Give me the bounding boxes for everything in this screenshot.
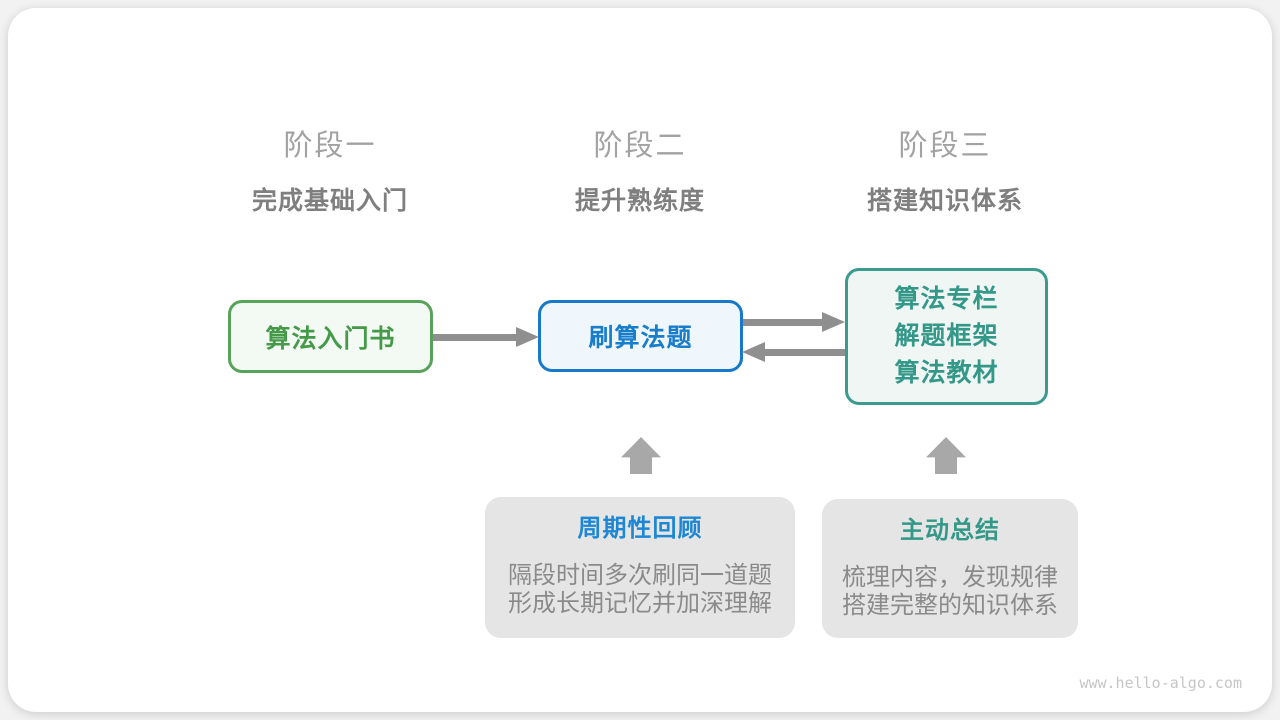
stage-3-header: 阶段三 搭建知识体系 bbox=[785, 122, 1105, 217]
node-resources: 算法专栏 解题框架 算法教材 bbox=[845, 268, 1048, 405]
note-active-summary: 主动总结 梳理内容，发现规律 搭建完整的知识体系 bbox=[822, 499, 1078, 638]
stage-3-subtitle: 搭建知识体系 bbox=[866, 187, 1023, 215]
node-practice: 刷算法题 bbox=[538, 300, 743, 372]
stage-2-subtitle: 提升熟练度 bbox=[574, 187, 705, 215]
arrow-intro-to-practice-line bbox=[433, 334, 518, 341]
note-active-summary-body-line-2: 搭建完整的知识体系 bbox=[842, 592, 1058, 619]
stage-2-label: 阶段二 bbox=[593, 130, 687, 162]
note-periodic-review: 周期性回顾 隔段时间多次刷同一道题 形成长期记忆并加深理解 bbox=[485, 497, 795, 638]
note-periodic-review-title: 周期性回顾 bbox=[577, 515, 703, 542]
stage-2-header: 阶段二 提升熟练度 bbox=[480, 122, 800, 217]
note-periodic-review-body-line-2: 形成长期记忆并加深理解 bbox=[508, 590, 772, 617]
node-intro-book-label: 算法入门书 bbox=[265, 324, 396, 353]
arrow-resources-to-practice-head-icon bbox=[742, 342, 765, 362]
node-resources-line-1: 算法专栏 bbox=[894, 285, 999, 313]
node-practice-label: 刷算法题 bbox=[588, 324, 693, 352]
arrow-practice-to-resources-line bbox=[743, 319, 823, 326]
note-active-summary-body-line-1: 梳理内容，发现规律 bbox=[842, 564, 1058, 591]
arrow-practice-to-resources-head-icon bbox=[822, 312, 845, 332]
node-intro-book: 算法入门书 bbox=[228, 300, 433, 373]
stage-1-header: 阶段一 完成基础入门 bbox=[170, 122, 490, 217]
node-resources-line-3: 算法教材 bbox=[894, 359, 999, 387]
arrow-intro-to-practice-head-icon bbox=[516, 327, 539, 347]
node-resources-line-2: 解题框架 bbox=[894, 322, 999, 350]
watermark: www.hello-algo.com bbox=[1079, 674, 1242, 692]
stage-1-subtitle: 完成基础入门 bbox=[251, 187, 408, 215]
note-periodic-review-body-line-1: 隔段时间多次刷同一道题 bbox=[508, 562, 772, 589]
stage-1-label: 阶段一 bbox=[283, 130, 377, 162]
note-active-summary-title: 主动总结 bbox=[900, 517, 1000, 544]
stage-3-label: 阶段三 bbox=[898, 130, 992, 162]
arrow-resources-to-practice-line bbox=[764, 349, 845, 356]
